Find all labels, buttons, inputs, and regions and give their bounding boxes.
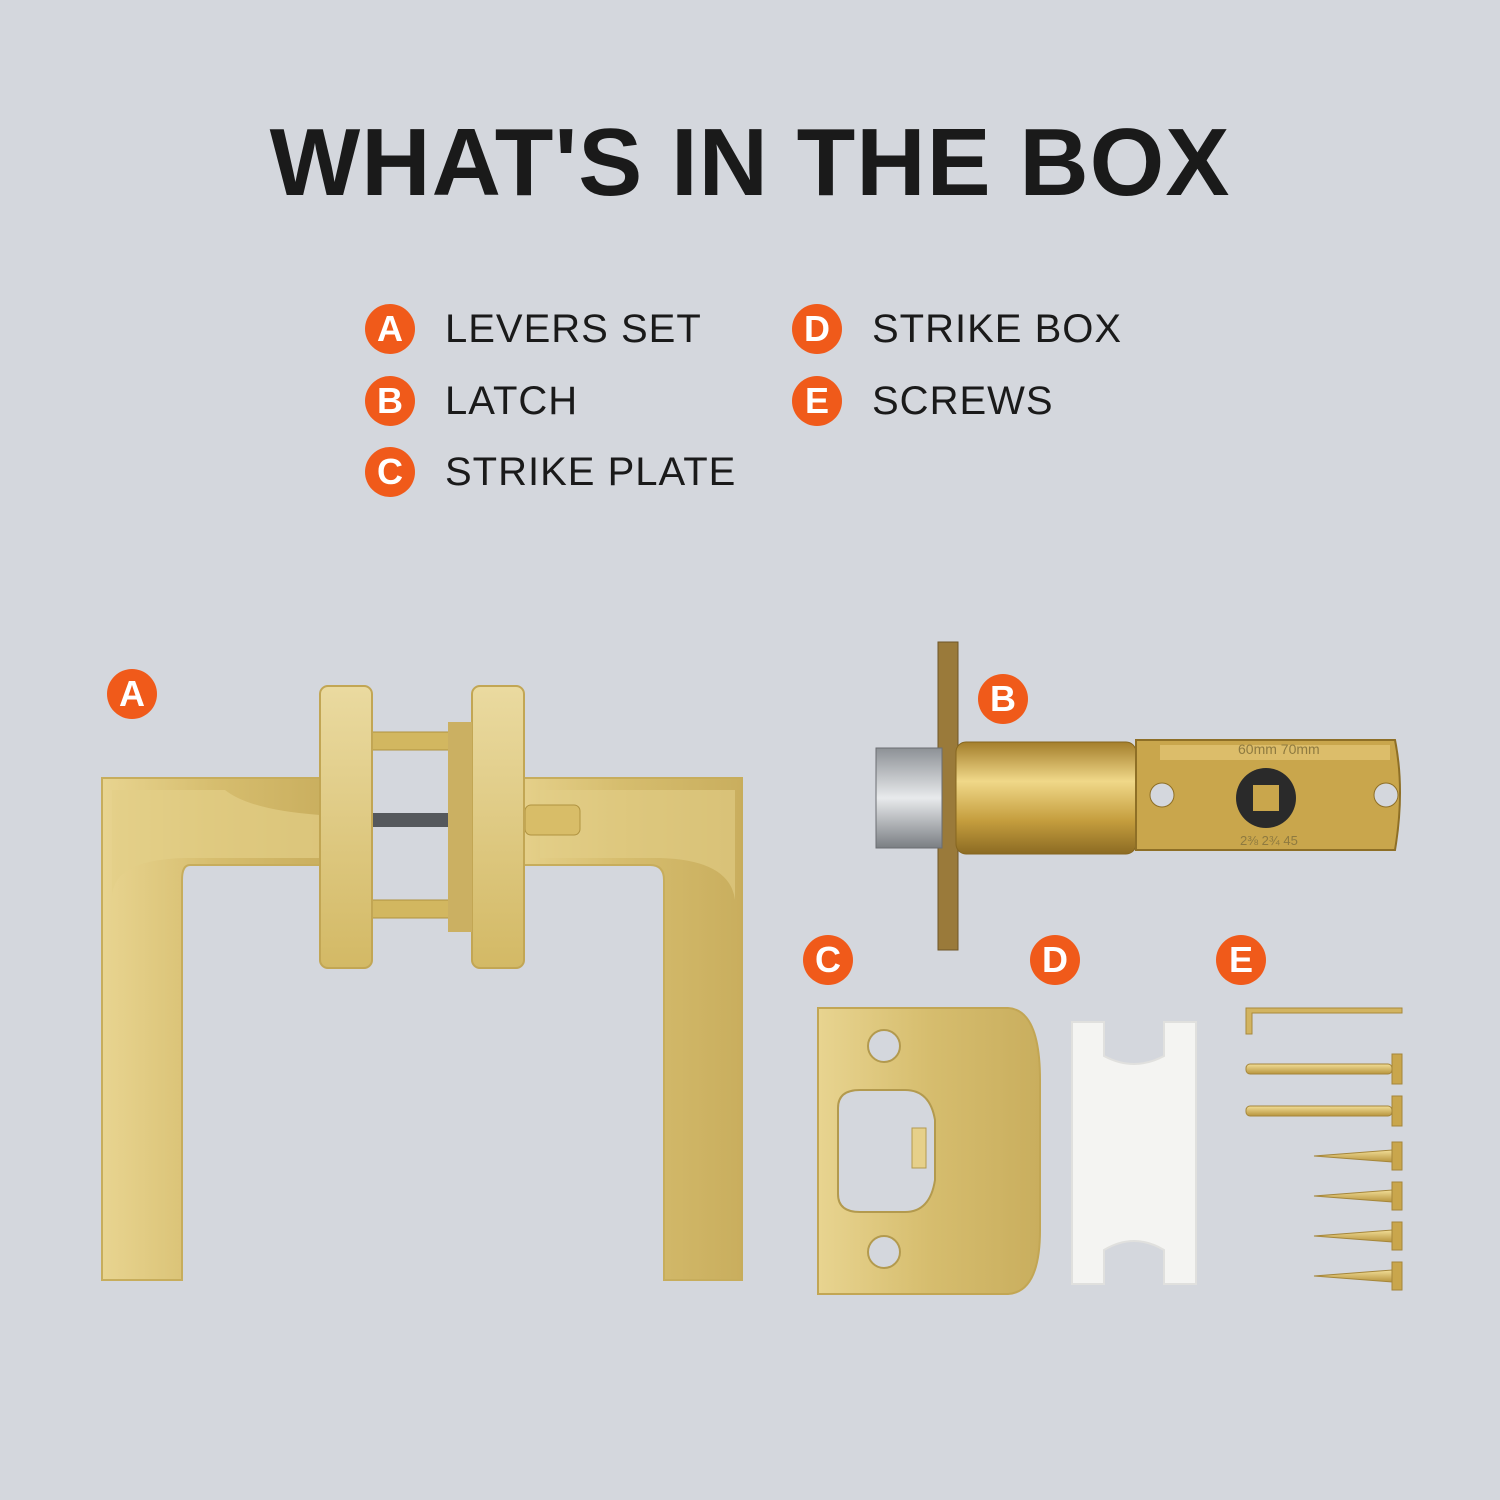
screws-illustration <box>1245 1007 1403 1291</box>
part-badge-d: D <box>1030 935 1080 985</box>
legend-label-latch: LATCH <box>445 378 579 423</box>
part-badge-e: E <box>1216 935 1266 985</box>
legend-label-strike-plate: STRIKE PLATE <box>445 449 737 494</box>
legend-item-b: B LATCH <box>365 375 578 427</box>
legend-label-screws: SCREWS <box>872 378 1054 423</box>
badge-a: A <box>365 304 415 354</box>
latch-marking-bottom: 2⅜ 2¾ 45 <box>1240 833 1298 848</box>
latch-illustration: 60mm 70mm 2⅜ 2¾ 45 <box>875 641 1401 951</box>
page-title: WHAT'S IN THE BOX <box>269 109 1231 216</box>
levers-set-illustration <box>101 685 743 1281</box>
part-badge-a: A <box>107 669 157 719</box>
part-badge-c: C <box>803 935 853 985</box>
legend-label-levers-set: LEVERS SET <box>445 306 702 351</box>
legend-item-e: E SCREWS <box>792 375 1054 427</box>
badge-d: D <box>792 304 842 354</box>
badge-c: C <box>365 447 415 497</box>
part-badge-b: B <box>978 674 1028 724</box>
legend-item-d: D STRIKE BOX <box>792 303 1122 355</box>
legend-item-a: A LEVERS SET <box>365 303 702 355</box>
legend-item-c: C STRIKE PLATE <box>365 446 736 498</box>
badge-b: B <box>365 376 415 426</box>
badge-e: E <box>792 376 842 426</box>
latch-marking-top: 60mm 70mm <box>1238 741 1320 757</box>
strike-box-illustration <box>1071 1021 1197 1285</box>
legend-label-strike-box: STRIKE BOX <box>872 306 1123 351</box>
strike-plate-illustration <box>817 1007 1041 1295</box>
